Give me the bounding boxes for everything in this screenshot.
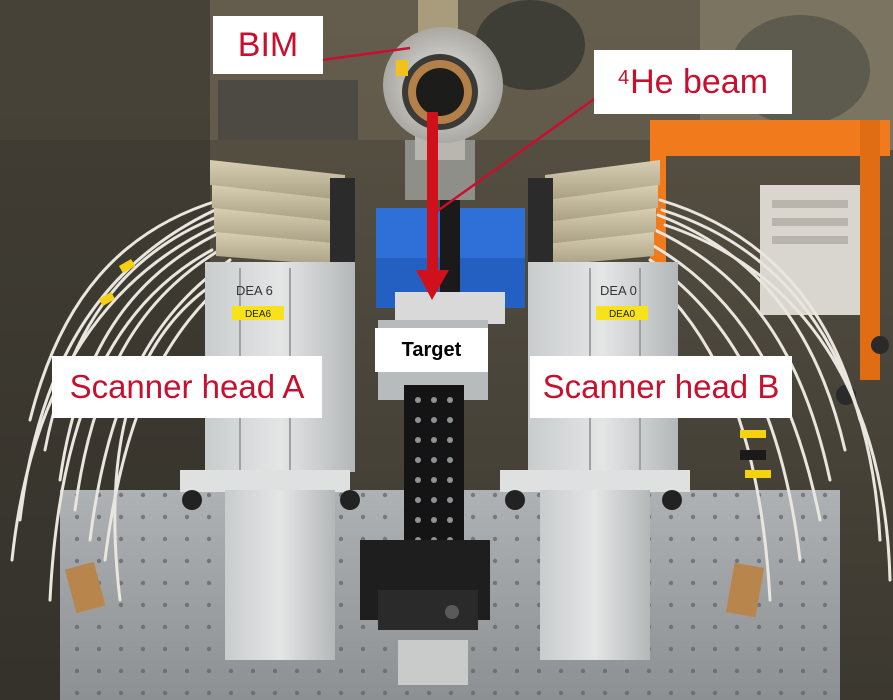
beam-label-pointer xyxy=(435,90,605,214)
target-label: Target xyxy=(375,328,488,372)
beam-label-superscript: 4 xyxy=(617,66,630,89)
tag-a-printed: DEA6 xyxy=(245,309,272,320)
tag-a-handwritten: DEA 6 xyxy=(236,283,273,298)
beam-arrow-icon xyxy=(416,112,449,300)
scanner-head-b: DEA0 DEA 0 xyxy=(500,160,690,660)
scanner-head-b-label: Scanner head B xyxy=(530,356,792,418)
scanner-head-a-label: Scanner head A xyxy=(52,356,322,418)
scanner-head-a-label-text: Scanner head A xyxy=(69,368,305,405)
bim-label-text: BIM xyxy=(237,25,299,64)
cable-ties xyxy=(64,259,771,618)
tag-b-printed: DEA0 xyxy=(609,309,636,320)
beam-label-text: He beam xyxy=(630,62,769,101)
scanner-head-b-label-text: Scanner head B xyxy=(542,368,780,405)
target-label-text: Target xyxy=(401,338,462,361)
shielding-blocks xyxy=(376,200,525,324)
beam-intensity-monitor xyxy=(383,27,503,143)
bim-label: BIM xyxy=(213,16,323,74)
bim-label-pointer xyxy=(321,46,411,62)
tag-b-handwritten: DEA 0 xyxy=(600,283,637,298)
